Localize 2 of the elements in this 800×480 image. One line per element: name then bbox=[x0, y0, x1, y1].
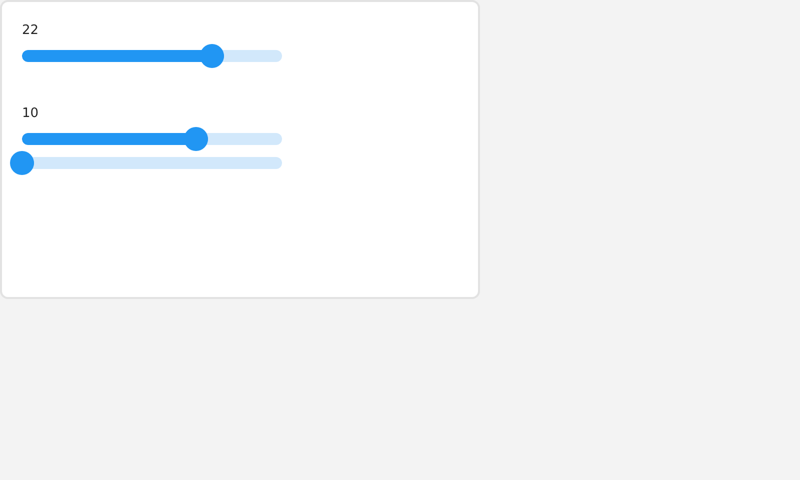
slider-value: 22 bbox=[22, 23, 39, 39]
slider-value: 10 bbox=[22, 106, 39, 122]
